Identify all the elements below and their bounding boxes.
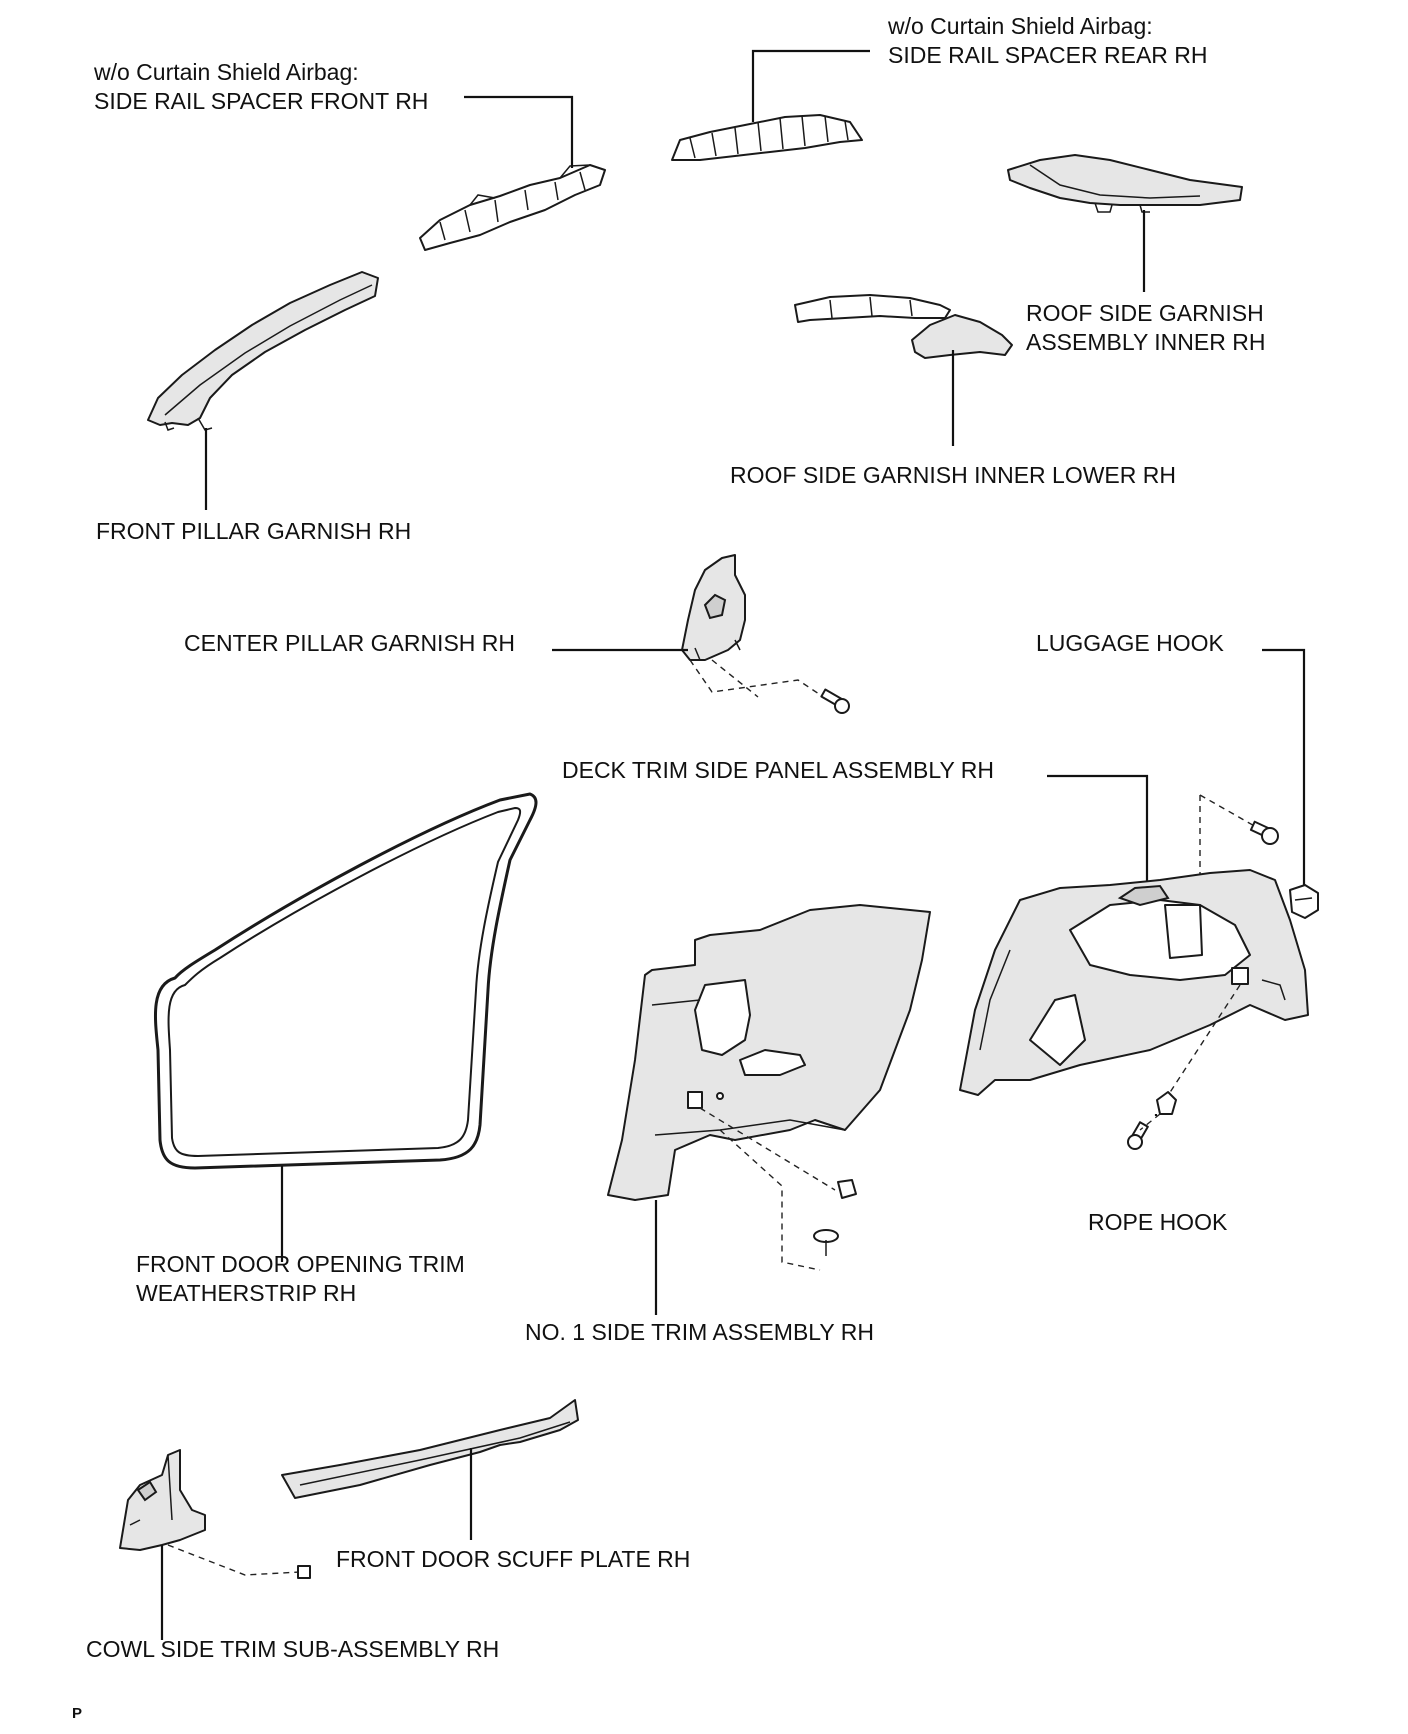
rope-hook-dashed-line xyxy=(1164,984,1241,1101)
leader-deck-trim xyxy=(1047,774,1149,888)
label-deck-trim: DECK TRIM SIDE PANEL ASSEMBLY RH xyxy=(562,757,995,783)
side-trim-push-pin xyxy=(813,1229,839,1256)
deck-trim-dashed-line xyxy=(1199,794,1266,990)
center-pillar-garnish xyxy=(681,554,746,661)
cowl-side-trim xyxy=(119,1449,206,1551)
door-opening-weatherstrip xyxy=(153,792,538,1170)
side-trim-dashed-line xyxy=(699,1107,836,1271)
cowl-side-dashed-line xyxy=(167,1544,301,1576)
center-pillar-bolt xyxy=(820,688,850,714)
leader-side-rail-front xyxy=(464,95,574,168)
front-door-scuff-plate xyxy=(281,1399,579,1499)
label-luggage-hook: LUGGAGE HOOK xyxy=(1036,630,1224,656)
side-trim-clip xyxy=(837,1179,857,1199)
roof-side-garnish-inner-lower xyxy=(794,294,1013,359)
cowl-side-clip xyxy=(297,1565,311,1579)
deck-trim-side-panel xyxy=(959,869,1309,1096)
center-pillar-dashed-line xyxy=(689,659,829,701)
front-pillar-garnish xyxy=(147,271,379,431)
label-front-pillar: FRONT PILLAR GARNISH RH xyxy=(96,518,412,544)
label-side-rail-rear: SIDE RAIL SPACER REAR RH xyxy=(888,42,1208,68)
rope-hook-dashed-connector xyxy=(1139,1113,1161,1131)
deck-trim-bolt xyxy=(1249,820,1279,845)
side-rail-spacer-rear xyxy=(671,114,863,161)
label-center-pillar: CENTER PILLAR GARNISH RH xyxy=(184,630,516,656)
label-weatherstrip-2: WEATHERSTRIP RH xyxy=(136,1280,357,1306)
label-roof-side-inner-1: ROOF SIDE GARNISH xyxy=(1026,300,1264,326)
side-trim-assembly xyxy=(607,904,931,1201)
corner-mark: P xyxy=(72,1705,83,1722)
rope-hook-part xyxy=(1127,1091,1177,1150)
label-weatherstrip-1: FRONT DOOR OPENING TRIM xyxy=(136,1251,465,1277)
label-side-rail-rear-note: w/o Curtain Shield Airbag: xyxy=(888,13,1153,39)
label-side-trim: NO. 1 SIDE TRIM ASSEMBLY RH xyxy=(525,1319,874,1345)
side-rail-spacer-front xyxy=(419,164,606,251)
label-cowl-side: COWL SIDE TRIM SUB-ASSEMBLY RH xyxy=(86,1636,500,1662)
label-side-rail-front-note: w/o Curtain Shield Airbag: xyxy=(94,59,359,85)
label-roof-side-lower: ROOF SIDE GARNISH INNER LOWER RH xyxy=(730,462,1176,488)
label-scuff-plate: FRONT DOOR SCUFF PLATE RH xyxy=(336,1546,691,1572)
label-rope-hook: ROPE HOOK xyxy=(1088,1209,1228,1235)
label-roof-side-inner-2: ASSEMBLY INNER RH xyxy=(1026,329,1266,355)
luggage-hook-part xyxy=(1289,884,1319,919)
leader-side-rail-rear xyxy=(751,49,870,122)
leader-luggage-hook xyxy=(1262,648,1306,890)
roof-side-garnish-assembly-inner xyxy=(1007,154,1243,213)
label-side-rail-front: SIDE RAIL SPACER FRONT RH xyxy=(94,88,429,114)
